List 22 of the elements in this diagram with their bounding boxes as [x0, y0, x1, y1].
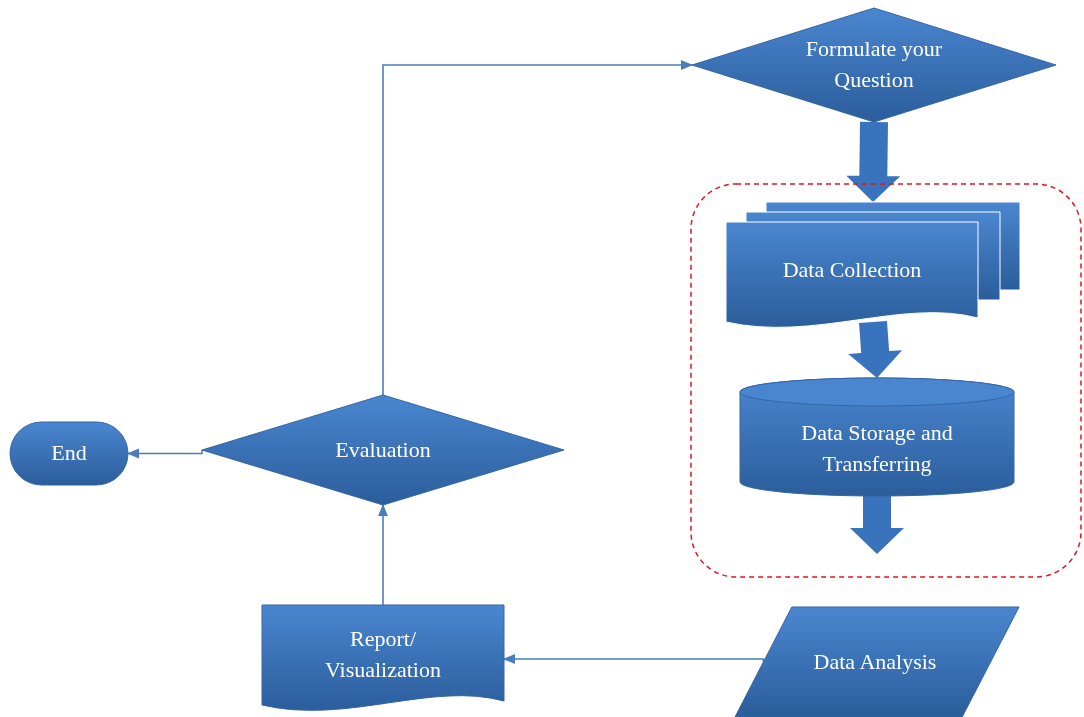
node-label: Formulate your Question: [804, 35, 944, 94]
decision-diamond: [692, 8, 1056, 122]
database-cylinder: [740, 378, 1014, 496]
dashed-group-boundary: [690, 183, 1082, 578]
multi-document-shape: [726, 202, 1020, 330]
data-parallelogram: [735, 607, 1019, 717]
block-arrow: [848, 321, 903, 378]
node-label: Data Collection: [782, 255, 922, 284]
arrow: [382, 60, 693, 396]
block-arrow: [850, 496, 904, 554]
document-shape: [262, 605, 504, 713]
arrow: [503, 654, 765, 664]
arrow: [378, 504, 388, 606]
node-label: End: [51, 439, 87, 468]
decision-diamond: [202, 395, 564, 505]
arrow: [127, 448, 203, 459]
node-label: Evaluation: [335, 435, 431, 464]
block-arrow: [846, 121, 901, 202]
terminator-shape: [10, 422, 128, 485]
node-label: Report/ Visualization: [324, 625, 442, 684]
node-label: Data Analysis: [813, 647, 937, 676]
node-label: Data Storage and Transferring: [800, 419, 954, 478]
